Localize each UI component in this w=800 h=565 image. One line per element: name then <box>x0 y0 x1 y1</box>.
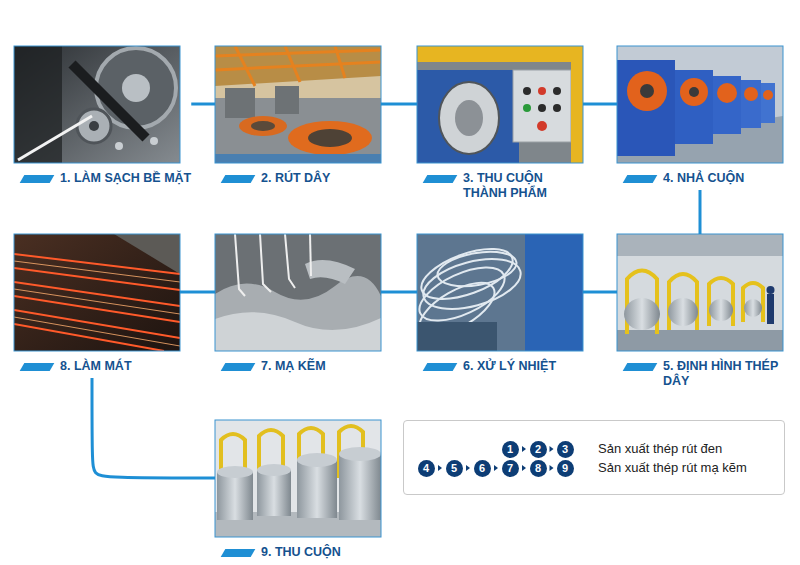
flow-connector <box>381 291 417 294</box>
step-number: 6 <box>474 460 491 477</box>
photo-cleaning <box>14 46 180 163</box>
process-step: 6. XỬ LÝ NHIỆT <box>417 234 583 374</box>
step-label: 8. LÀM MÁT <box>14 359 180 374</box>
step-label: 6. XỬ LÝ NHIỆT <box>417 359 583 374</box>
flow-connector <box>583 291 617 294</box>
flow-connector <box>381 103 417 106</box>
step-title: 7. MẠ KẼM <box>261 359 326 374</box>
step-label: 9. THU CUỘN <box>215 545 381 560</box>
label-marker <box>20 363 55 371</box>
step-number: 2 <box>530 441 547 458</box>
step-title: 6. XỬ LÝ NHIỆT <box>463 359 556 374</box>
step-title: 2. RÚT DÂY <box>261 171 330 186</box>
label-marker <box>623 175 658 183</box>
process-step: 3. THU CUỘN THÀNH PHẨM <box>417 46 583 201</box>
step-title: 5. ĐỊNH HÌNH THÉP DÂY <box>663 359 781 389</box>
photo-cooling <box>14 234 180 351</box>
process-step: 7. MẠ KẼM <box>215 234 381 374</box>
process-step: 8. LÀM MÁT <box>14 234 180 374</box>
step-title: 3. THU CUỘN THÀNH PHẨM <box>463 171 581 201</box>
process-step: 1. LÀM SẠCH BỀ MẶT <box>14 46 191 186</box>
legend-text: Sản xuất thép rút mạ kẽm <box>598 460 747 476</box>
photo-slot <box>417 46 583 163</box>
photo-slot <box>417 234 583 351</box>
photo-galvanizing <box>215 234 381 351</box>
step-label: 3. THU CUỘN THÀNH PHẨM <box>417 171 583 201</box>
step-number: 9 <box>557 460 574 477</box>
photo-drawing <box>215 46 381 163</box>
step-number: 1 <box>502 441 519 458</box>
step-number: 7 <box>502 460 519 477</box>
photo-pay-off <box>617 46 783 163</box>
photo-shaping <box>617 234 783 351</box>
step-number: 4 <box>418 460 435 477</box>
step-title: 9. THU CUỘN <box>261 545 341 560</box>
process-step: 9. THU CUỘN <box>215 420 381 560</box>
photo-slot <box>215 46 381 163</box>
photo-heat-treatment <box>412 234 583 351</box>
flow-connector <box>180 291 215 294</box>
photo-slot <box>215 234 381 351</box>
legend-text: Sản xuất thép rút đen <box>598 441 722 457</box>
photo-slot <box>14 46 180 163</box>
step-label: 1. LÀM SẠCH BỀ MẶT <box>14 171 191 186</box>
step-title: 1. LÀM SẠCH BỀ MẶT <box>60 171 191 186</box>
flow-connector <box>191 103 215 106</box>
process-step: 5. ĐỊNH HÌNH THÉP DÂY <box>617 234 783 389</box>
step-number: 8 <box>530 460 547 477</box>
label-marker <box>423 363 458 371</box>
photo-take-up <box>417 46 583 163</box>
step-title: 4. NHẢ CUỘN <box>663 171 744 186</box>
flow-connector <box>583 103 617 106</box>
label-marker <box>221 175 256 183</box>
photo-slot <box>215 420 381 537</box>
photo-slot <box>14 234 180 351</box>
label-marker <box>423 175 458 183</box>
step-number: 3 <box>557 441 574 458</box>
step-label: 5. ĐỊNH HÌNH THÉP DÂY <box>617 359 783 389</box>
legend-arrows <box>404 421 784 494</box>
label-marker <box>623 363 658 371</box>
label-marker <box>221 363 256 371</box>
photo-slot <box>617 234 783 351</box>
label-marker <box>221 549 256 557</box>
step-label: 4. NHẢ CUỘN <box>617 171 783 186</box>
step-title: 8. LÀM MÁT <box>60 359 132 374</box>
photo-slot <box>617 46 783 163</box>
step-number: 5 <box>446 460 463 477</box>
process-step: 4. NHẢ CUỘN <box>617 46 783 186</box>
flow-connector <box>699 190 702 234</box>
step-label: 7. MẠ KẼM <box>215 359 381 374</box>
label-marker <box>20 175 55 183</box>
legend-box: 123 456789 Sản xuất thép rút đenSản xuất t… <box>403 420 785 495</box>
flow-connector <box>92 378 215 478</box>
process-step: 2. RÚT DÂY <box>215 46 381 186</box>
photo-coiling <box>215 420 381 537</box>
step-label: 2. RÚT DÂY <box>215 171 381 186</box>
